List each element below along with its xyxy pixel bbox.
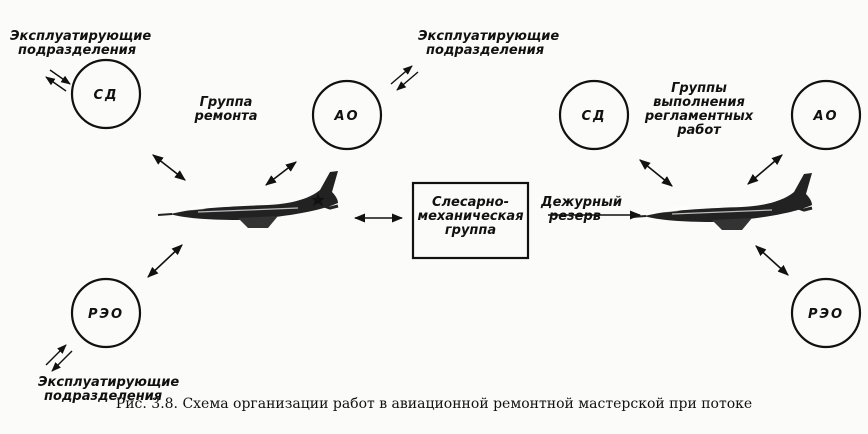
left-reo-node: РЭО (70, 277, 142, 349)
units-bottom-arrows (45, 344, 73, 372)
left-sd-text: СД (93, 88, 118, 103)
right-reo-node: РЭО (790, 277, 862, 349)
central-box-frame (411, 181, 530, 260)
arrow-right-ao-plane (747, 154, 783, 185)
left-sd-node: СД (70, 58, 142, 130)
arrow-right-sd-plane (639, 159, 673, 187)
right-reo-text: РЭО (808, 307, 844, 322)
maintenance-groups-label: Группы выполнения регламентных работ (644, 81, 754, 138)
units-top-right-arrows (390, 65, 419, 91)
duty-reserve-label: Дежурный резерв (541, 195, 622, 224)
left-ao-node: АО (311, 79, 383, 151)
central-box-label: Слесарно- механическая группа (417, 195, 524, 238)
repair-group-label: Группа ремонта (194, 95, 258, 124)
units-top-right-label: Эксплуатирующие подразделения (418, 29, 560, 58)
right-sd-text: СД (581, 109, 606, 124)
units-bottom-label: Эксплуатирующие подразделения (38, 375, 180, 404)
star-icon (311, 193, 325, 206)
right-sd-node: СД (558, 79, 630, 151)
left-ao-text: АО (333, 109, 359, 124)
arrow-right-reo-plane (755, 245, 789, 276)
units-top-left-arrows (45, 69, 71, 92)
units-top-left-label: Эксплуатирующие подразделения (10, 29, 152, 58)
left-reo-text: РЭО (88, 307, 124, 322)
arrow-ao-plane (265, 161, 297, 186)
right-ao-text: АО (812, 109, 838, 124)
arrow-sd-plane (152, 154, 186, 181)
arrow-reo-plane (147, 244, 183, 278)
right-aircraft-icon (630, 171, 814, 232)
figure-caption: Рис. 3.8. Схема организации работ в авиа… (115, 396, 753, 412)
right-ao-node: АО (790, 79, 862, 151)
